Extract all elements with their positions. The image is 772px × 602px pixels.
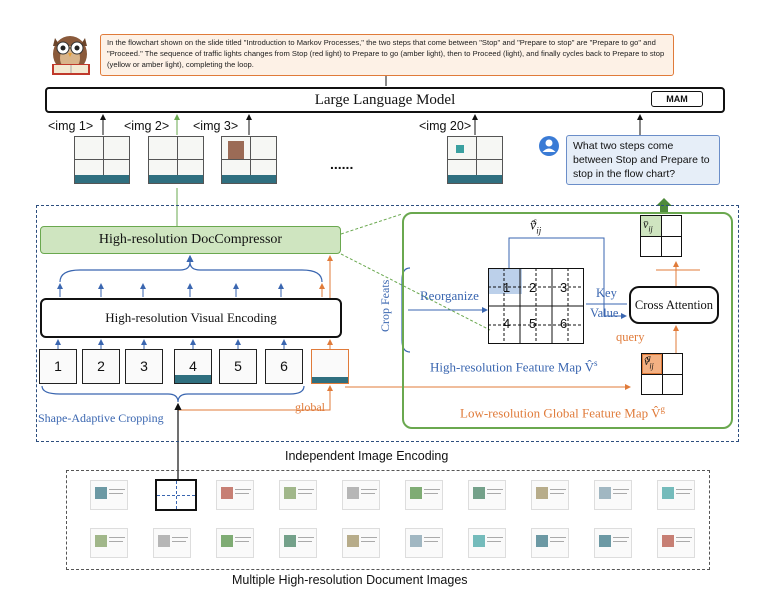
document-thumbnail — [657, 480, 695, 510]
document-thumbnail — [405, 480, 443, 510]
crop-6: 6 — [265, 349, 303, 384]
crop-5: 5 — [219, 349, 257, 384]
output-token-box — [640, 215, 682, 257]
user-avatar-icon — [538, 135, 560, 162]
lr-feature-map-label: Low-resolution Global Feature Map V̂g — [460, 404, 665, 421]
img-label-20: <img 20> — [419, 119, 472, 133]
mam-box: MAM — [651, 91, 703, 107]
document-thumbnail — [153, 528, 191, 558]
crop-4: 4 — [174, 349, 212, 384]
crop-1: 1 — [39, 349, 77, 384]
document-thumbnail — [531, 480, 569, 510]
document-thumbnail — [405, 528, 443, 558]
document-thumbnail — [90, 480, 128, 510]
compressor-detail-box — [402, 212, 733, 429]
multiple-docs-label: Multiple High-resolution Document Images — [232, 573, 468, 587]
question-box: What two steps come between Stop and Pre… — [566, 135, 720, 185]
answer-box: In the flowchart shown on the slide titl… — [100, 34, 674, 76]
document-thumbnail — [90, 528, 128, 558]
visual-encoding-box: High-resolution Visual Encoding — [40, 298, 342, 338]
grid-cell-3: 3 — [560, 280, 568, 295]
crop-global — [311, 349, 349, 384]
v-bar-label: v̄ij — [643, 217, 653, 234]
document-thumbnail — [279, 480, 317, 510]
document-thumbnail — [342, 480, 380, 510]
document-images-region — [66, 470, 710, 570]
page-thumbnail-2 — [148, 136, 204, 184]
document-thumbnail — [468, 480, 506, 510]
value-label: Value — [590, 306, 619, 320]
document-thumbnail — [216, 528, 254, 558]
key-label: Key — [596, 286, 617, 300]
shape-adaptive-label: Shape-Adaptive Cropping — [38, 411, 164, 425]
hr-feature-map-label: High-resolution Feature Map V̂s — [430, 358, 598, 375]
doccompressor-box: High-resolution DocCompressor — [40, 226, 341, 254]
page-thumbnail-1 — [74, 136, 130, 184]
v-s-label: v̂ijs — [530, 216, 542, 236]
page-thumbnail-3 — [221, 136, 277, 184]
ellipsis: ...... — [330, 156, 354, 172]
feature-grid — [488, 268, 584, 344]
large-language-model-box: Large Language Model — [45, 87, 725, 113]
crop-feats-label: Crop Feats — [378, 279, 392, 332]
reorganize-label: Reorganize — [420, 288, 479, 303]
independent-encoding-label: Independent Image Encoding — [285, 449, 449, 463]
document-thumbnail — [594, 528, 632, 558]
grid-cell-2: 2 — [529, 280, 537, 295]
img-label-1: <img 1> — [48, 119, 94, 133]
v-g-label: v̂ijg — [644, 353, 654, 371]
page-thumbnail-20 — [447, 136, 503, 184]
grid-cell-4: 4 — [503, 316, 511, 331]
document-thumbnail — [279, 528, 317, 558]
global-label: global — [295, 400, 325, 414]
document-thumbnail — [468, 528, 506, 558]
global-token-box — [641, 353, 683, 395]
document-thumbnail — [531, 528, 569, 558]
cross-attention-box: Cross Attention — [629, 286, 719, 324]
query-label: query — [616, 330, 645, 344]
crop-3: 3 — [125, 349, 163, 384]
document-thumbnail — [342, 528, 380, 558]
grid-cell-1: 1 — [503, 280, 511, 295]
img-label-3: <img 3> — [193, 119, 239, 133]
independent-encoding-region — [36, 205, 739, 442]
img-label-2: <img 2> — [124, 119, 170, 133]
document-thumbnail — [216, 480, 254, 510]
grid-cell-5: 5 — [529, 316, 537, 331]
owl-reader-icon — [46, 28, 98, 78]
grid-cell-6: 6 — [560, 316, 568, 331]
crop-2: 2 — [82, 349, 120, 384]
document-thumbnail — [657, 528, 695, 558]
selected-document — [155, 479, 197, 511]
document-thumbnail-grid — [90, 480, 700, 560]
document-thumbnail — [594, 480, 632, 510]
